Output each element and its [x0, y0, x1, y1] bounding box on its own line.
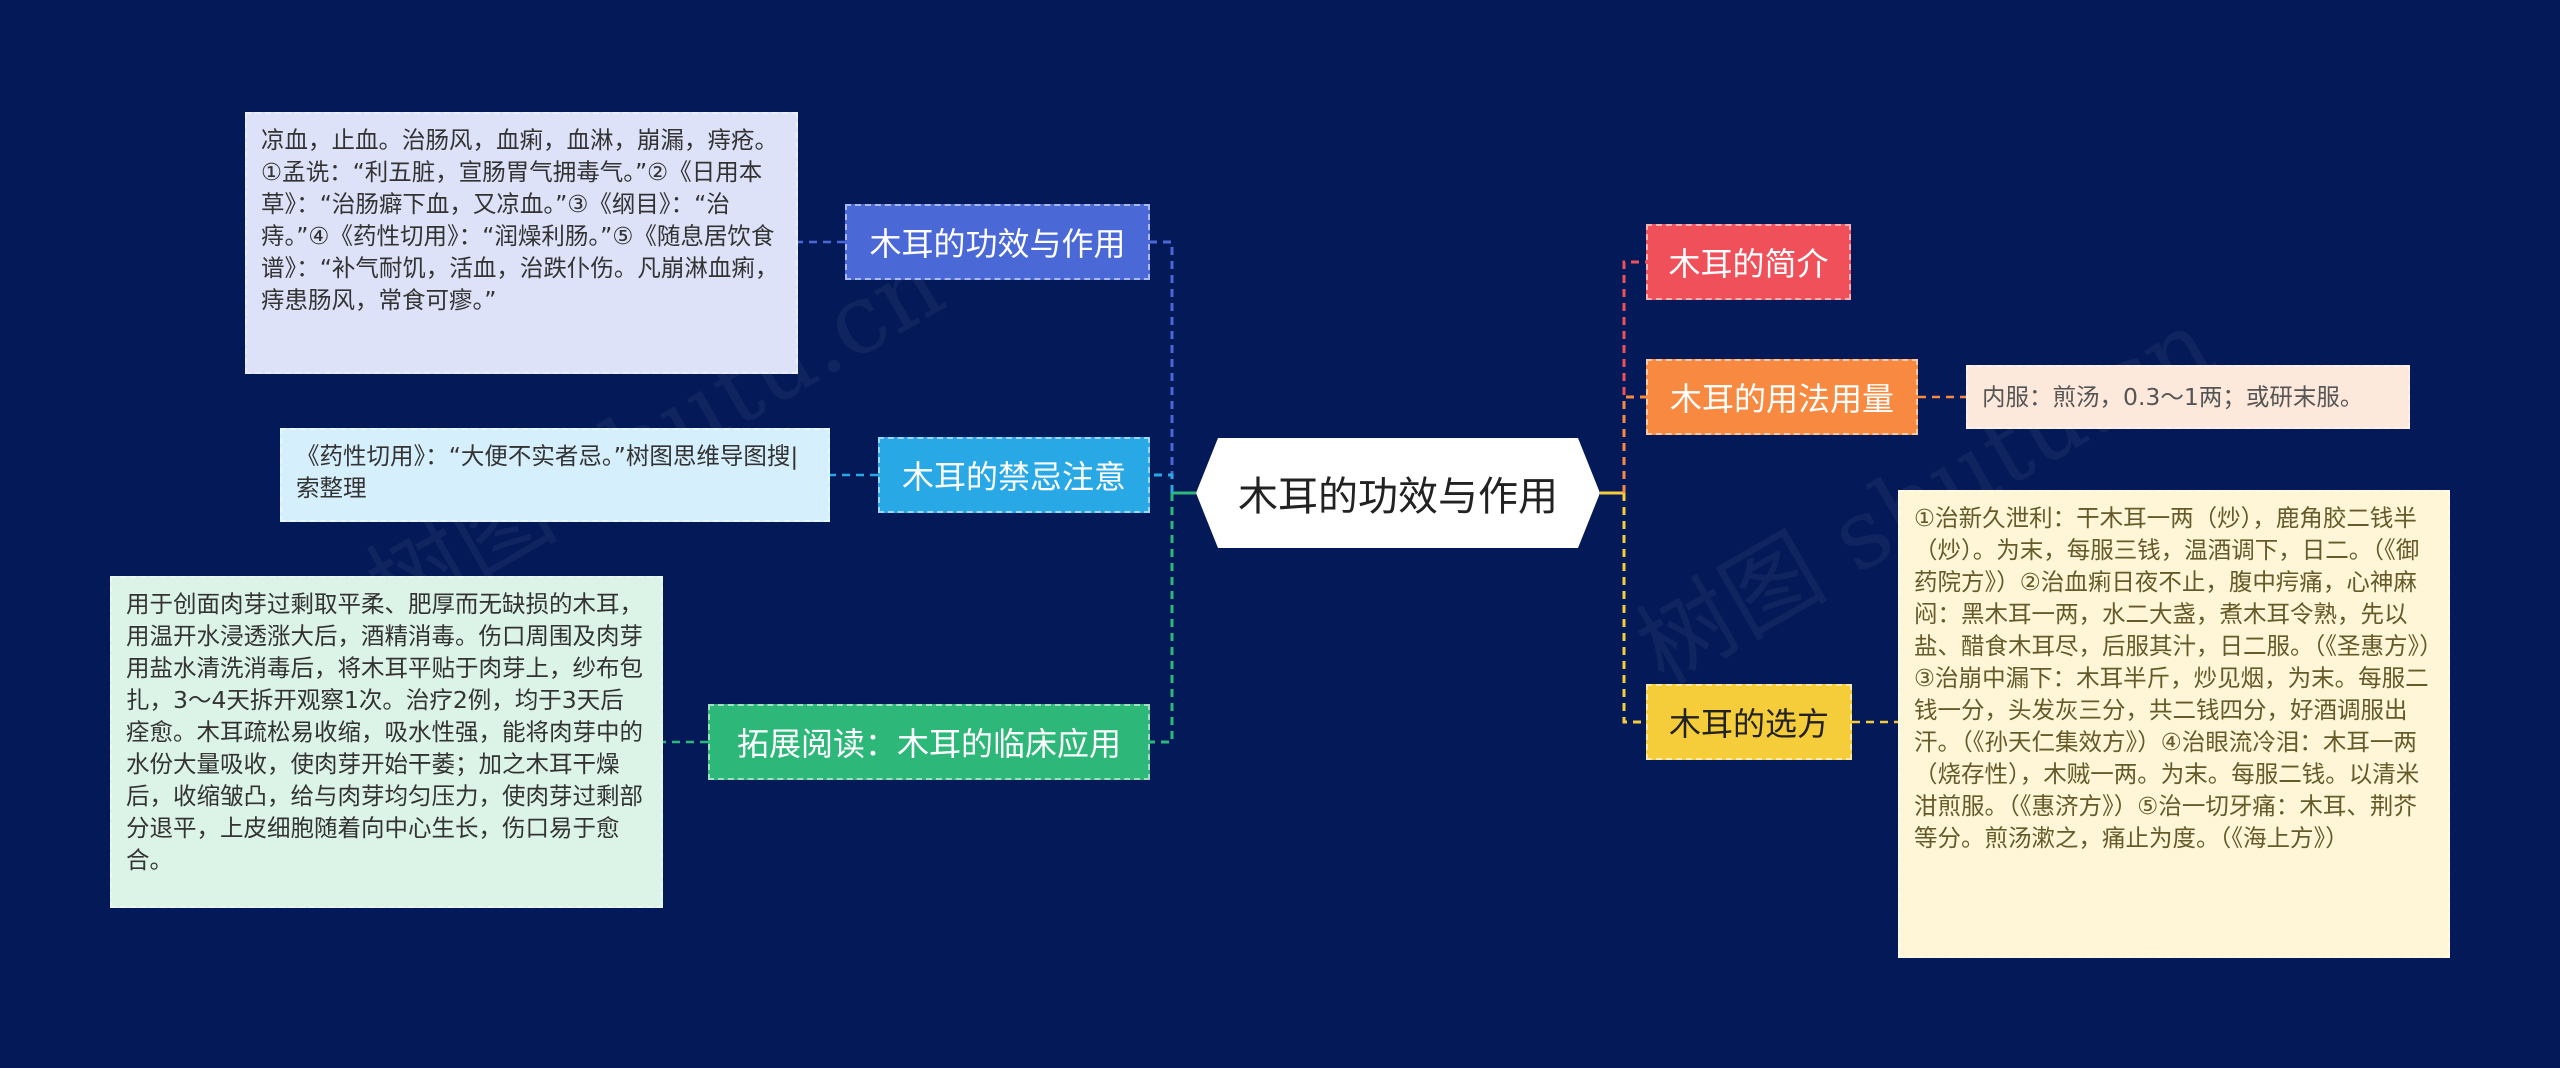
note-contraindications: 《药性切用》：“大便不实者忌。”树图思维导图搜|索整理 [280, 428, 830, 522]
branch-introduction-label: 木耳的简介 [1668, 245, 1829, 283]
root-node[interactable]: 木耳的功效与作用 [1196, 438, 1600, 548]
branch-efficacy[interactable]: 木耳的功效与作用 [845, 204, 1150, 280]
connector-left-3 [1150, 493, 1174, 744]
connector-right-3 [1622, 493, 1646, 724]
branch-contraindications-label: 木耳的禁忌注意 [901, 458, 1126, 496]
root-label: 木耳的功效与作用 [1238, 474, 1558, 520]
branch-dosage-label: 木耳的用法用量 [1669, 380, 1894, 418]
note-efficacy: 凉血，止血。治肠风，血痢，血淋，崩漏，痔疮。①孟诜：“利五脏，宣肠胃气拥毒气。”… [245, 112, 798, 374]
branch-clinical-use-label: 拓展阅读：木耳的临床应用 [736, 725, 1121, 763]
branch-prescriptions-label: 木耳的选方 [1668, 705, 1829, 743]
note-clinical-use: 用于创面肉芽过剩取平柔、肥厚而无缺损的木耳，用温开水浸透涨大后，酒精消毒。伤口周… [110, 576, 663, 908]
branch-contraindications[interactable]: 木耳的禁忌注意 [878, 437, 1150, 513]
branch-efficacy-label: 木耳的功效与作用 [869, 225, 1126, 263]
branch-clinical-use[interactable]: 拓展阅读：木耳的临床应用 [708, 704, 1150, 780]
branch-introduction[interactable]: 木耳的简介 [1646, 224, 1851, 300]
connector-left-1 [1150, 240, 1174, 493]
branch-prescriptions[interactable]: 木耳的选方 [1646, 684, 1852, 760]
note-prescriptions: ①治新久泄利：干木耳一两（炒），鹿角胶二钱半（炒）。为末，每服三钱，温酒调下，日… [1898, 490, 2450, 958]
connector-right-2 [1622, 395, 1646, 493]
branch-dosage[interactable]: 木耳的用法用量 [1646, 359, 1918, 435]
connector-left-2 [1150, 473, 1174, 493]
connector-right-1 [1622, 260, 1646, 493]
note-dosage: 内服：煎汤，0.3～1两；或研末服。 [1966, 365, 2410, 429]
